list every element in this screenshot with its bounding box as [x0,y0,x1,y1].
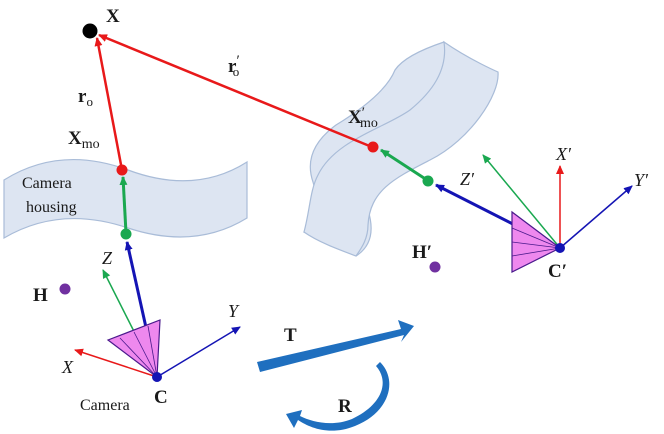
point-X-mo-prime [367,141,379,153]
camera-housing-right-band [303,40,499,257]
axis-Y-prime [559,185,633,249]
optical-ray-left-green [119,176,128,234]
label-axis-Z-prime: Z′ [460,169,475,189]
camera-cone-left [106,319,161,379]
label-axis-Y-prime: Y′ [634,170,649,190]
axis-X-left [74,348,158,378]
label-X-mo-prime: X′mo [348,105,378,131]
label-axis-Z: Z [102,248,113,268]
axis-Z-prime [482,154,561,249]
point-H [59,283,71,295]
point-green-right [422,175,434,187]
label-r-o-prime: r′o [228,53,240,79]
label-r-o: ro [78,86,93,109]
label-rotation-R: R [338,396,352,417]
label-axis-X-prime: X′ [555,144,572,164]
point-C [152,372,162,382]
point-H-prime [429,261,441,273]
label-X-mo: Xmo [68,128,100,152]
ray-r-o-prime [98,33,373,149]
axis-Y-left [156,326,241,378]
label-translation-T: T [284,325,297,346]
label-housing-line1: Camera [22,175,72,192]
optical-ray-right-green [380,148,428,182]
label-H: H [33,285,48,306]
label-housing-line2: housing [26,199,77,216]
label-point-X: X [106,6,120,27]
point-green-left [120,228,132,240]
label-axis-Y: Y [228,301,240,321]
label-axis-X: X [61,357,74,377]
label-H-prime: H′ [412,242,432,263]
point-X-mo [116,164,128,176]
label-center-C-prime: C′ [548,261,567,282]
label-center-C: C [154,387,168,408]
rotation-arrow [286,362,390,431]
ray-r-o [94,37,124,171]
point-C-prime [555,243,565,253]
translation-arrow [257,320,414,372]
point-X [82,23,98,39]
label-camera: Camera [80,397,130,414]
